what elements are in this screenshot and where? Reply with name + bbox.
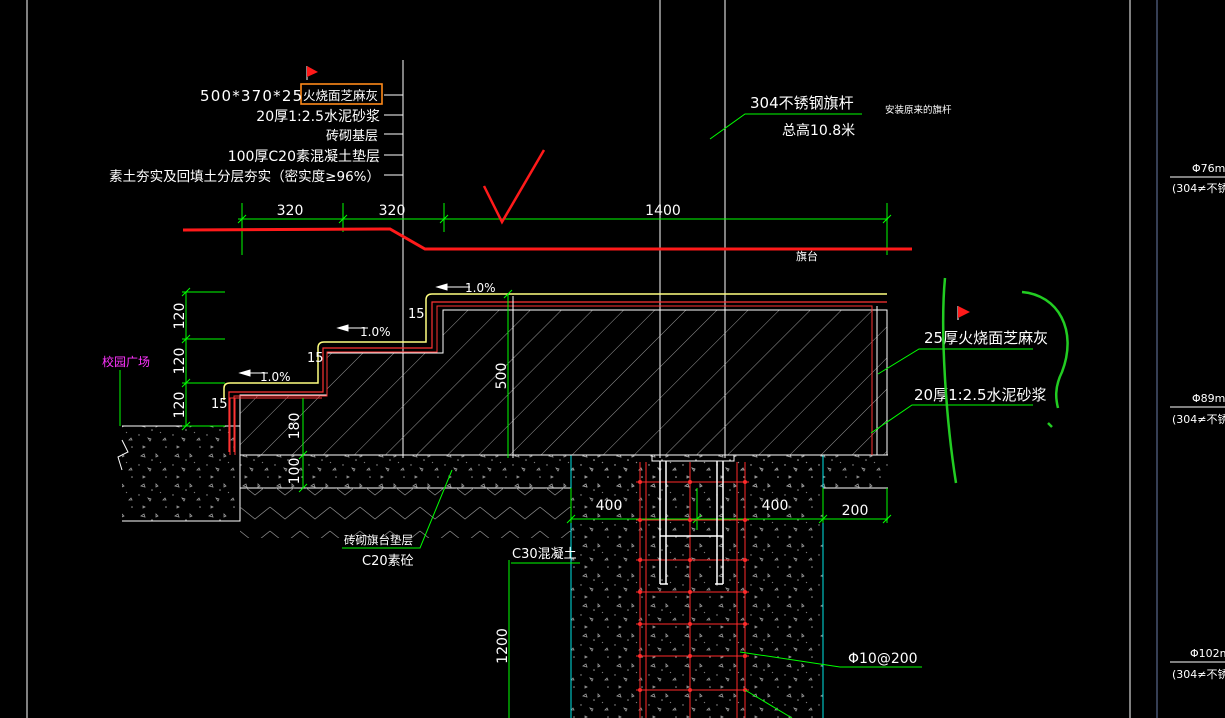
red-checkmark-icon (482, 149, 546, 225)
flagpole-height-text: 总高10.8米 (782, 122, 855, 139)
spec-size: Φ102m (1190, 647, 1225, 660)
slope-annotations[interactable]: 1.0% 1.0% 1.0% 15 15 15 (211, 281, 496, 412)
concrete-label: C30混凝土 (512, 546, 577, 562)
review-markups[interactable] (482, 149, 1069, 484)
rebar-label: Φ10@200 (848, 651, 918, 667)
step-dim-3: 15 (211, 397, 228, 412)
finish-label: 25厚火烧面芝麻灰 (924, 329, 1048, 347)
dim-left-3: 120 (172, 392, 188, 419)
callout-line-3: 砖砌基层 (326, 129, 378, 144)
mortar-label: 20厚1:2.5水泥砂浆 (914, 386, 1047, 404)
green-question-icon (1021, 290, 1069, 428)
dim-bottom-3: 200 (842, 503, 869, 519)
dim-left-1: 120 (172, 303, 188, 330)
step-dim-1: 15 (408, 307, 425, 322)
slope-1: 1.0% (465, 281, 496, 295)
flagpole-note-text: 安装原来的旗杆 (885, 104, 952, 116)
platform-body[interactable] (223, 293, 888, 458)
callout-line-4: 100厚C20素混凝土垫层 (228, 149, 380, 165)
spec-size: Φ76m (1192, 162, 1225, 175)
flagpole-label-text: 304不锈钢旗杆 (750, 94, 854, 112)
material-callout[interactable]: 500*370*25 火烧面芝麻灰 20厚1:2.5水泥砂浆 砖砌基层 100厚… (109, 66, 403, 185)
dim-left-2: 120 (172, 348, 188, 375)
step-dim-2: 15 (307, 351, 324, 366)
flagpole-label[interactable]: 304不锈钢旗杆 总高10.8米 安装原来的旗杆 (709, 94, 952, 140)
finish-labels[interactable]: 25厚火烧面芝麻灰 20厚1:2.5水泥砂浆 (870, 306, 1048, 434)
dim-top-3: 1400 (645, 203, 681, 219)
bottom-dimension[interactable]: 400 400 200 1200 (495, 488, 892, 718)
dim-left-5: 100 (287, 458, 303, 485)
base-label-2: C20素砼 (362, 554, 414, 569)
callout-line-5: 素土夯实及回填土分层夯实（密实度≥96%） (109, 168, 380, 185)
slope-2: 1.0% (360, 325, 391, 339)
spec-item[interactable]: Φ76m (304≠不锈 (1170, 162, 1225, 195)
spec-item[interactable]: Φ89m (304≠不锈 (1170, 392, 1225, 426)
plaza-label: 校园广场 (102, 354, 150, 369)
ground-section[interactable] (117, 425, 888, 718)
spec-size: Φ89m (1192, 392, 1225, 405)
finish-flag-icon (958, 306, 970, 318)
spec-item[interactable]: Φ102m (304≠不锈 (1170, 647, 1225, 681)
slope-3: 1.0% (260, 370, 291, 384)
dim-vertical-500: 500 (494, 363, 510, 390)
spec-mat: (304≠不锈 (1172, 668, 1225, 681)
callout-flag-icon (307, 66, 318, 77)
rebar-cage[interactable]: Φ10@200 (636, 454, 922, 718)
dim-left-4: 180 (287, 413, 303, 440)
left-dimension[interactable]: 120 120 120 180 100 500 校园广场 (102, 287, 513, 493)
dim-bottom-1: 400 (596, 498, 623, 514)
sidebar-spec-list[interactable]: Φ76m (304≠不锈 Φ89m (304≠不锈 Φ102m (304≠不锈 (1170, 162, 1225, 681)
base-labels[interactable]: 砖砌旗台垫层 C20素砼 C30混凝土 (342, 469, 580, 569)
callout-highlight-box (300, 83, 383, 105)
spec-mat: (304≠不锈 (1172, 182, 1225, 195)
callout-line-1-prefix: 500*370*25 (200, 87, 303, 105)
dim-foundation-depth: 1200 (495, 628, 511, 664)
base-label-1: 砖砌旗台垫层 (344, 533, 413, 547)
spec-mat: (304≠不锈 (1172, 413, 1225, 426)
dim-top-1: 320 (277, 203, 304, 219)
callout-line-1-highlight: 火烧面芝麻灰 (303, 88, 378, 103)
callout-line-2: 20厚1:2.5水泥砂浆 (256, 109, 380, 125)
green-bracket-icon (941, 277, 958, 484)
platform-level-line[interactable]: 旗台 (182, 227, 912, 263)
platform-label: 旗台 (796, 249, 818, 263)
dim-top-2: 320 (379, 203, 406, 219)
dim-bottom-2: 400 (762, 498, 789, 514)
viewport-frame (26, 0, 1158, 718)
